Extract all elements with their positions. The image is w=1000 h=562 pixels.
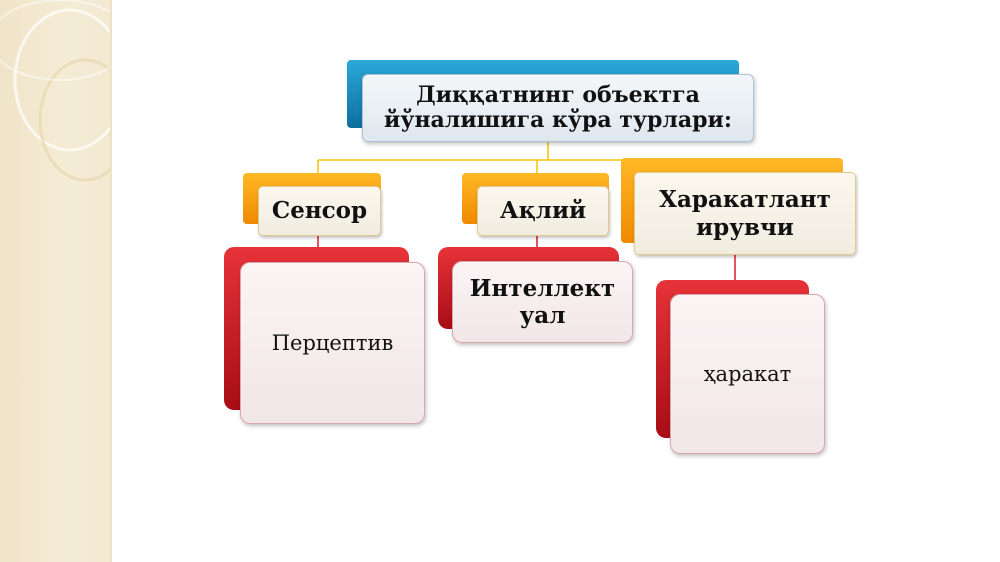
root-node: Диққатнинг объектга йўналишига кўра турл… <box>362 74 754 142</box>
category-sensor: Сенсор <box>258 186 381 236</box>
decorative-side-band <box>0 0 112 562</box>
leaf-action: ҳаракат <box>670 294 825 454</box>
category-mental-label: Ақлий <box>499 197 587 224</box>
category-mental: Ақлий <box>477 186 609 236</box>
leaf-intellectual: Интеллект уал <box>452 261 633 343</box>
leaf-perceptive: Перцептив <box>240 262 425 424</box>
leaf-perceptive-label: Перцептив <box>271 331 394 355</box>
decorative-rings <box>0 0 110 182</box>
category-sensor-label: Сенсор <box>271 197 368 224</box>
leaf-intellectual-label: Интеллект уал <box>469 275 616 329</box>
category-motor: Харакатлант ирувчи <box>634 172 856 255</box>
root-node-label: Диққатнинг объектга йўналишига кўра турл… <box>384 82 732 133</box>
leaf-action-label: ҳаракат <box>703 362 792 386</box>
category-motor-label: Харакатлант ирувчи <box>659 185 831 241</box>
